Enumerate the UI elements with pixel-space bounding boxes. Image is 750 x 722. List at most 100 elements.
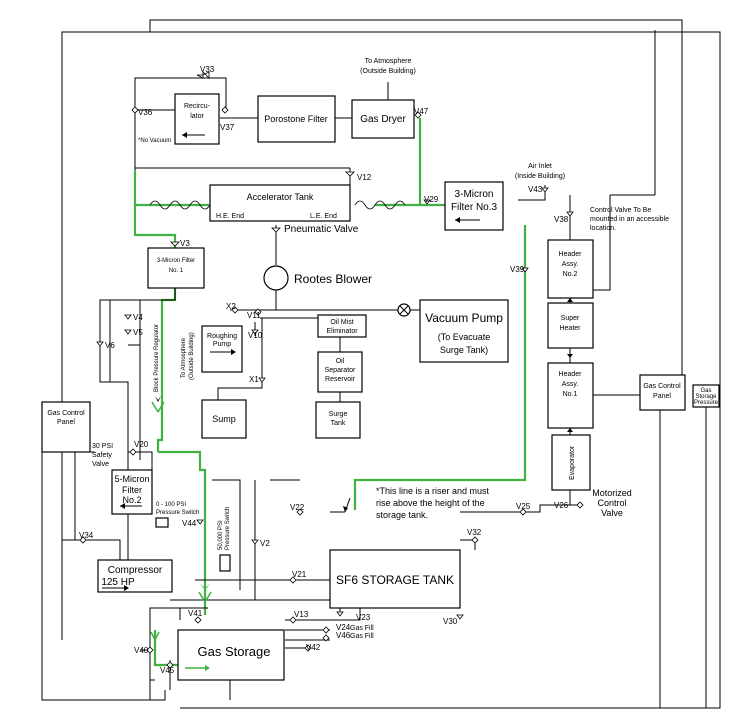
valve-v45: V45 [160, 666, 175, 675]
sf6-storage-tank-label: SF6 STORAGE TANK [336, 573, 454, 587]
outer-piping [41, 19, 721, 709]
no-vacuum-label: *No Vacuum [138, 138, 171, 144]
valve-v21: V21 [292, 570, 307, 579]
valve-v37: V37 [220, 123, 235, 132]
roughing-pump-label-1: Roughing [207, 333, 237, 340]
valve-v20: V20 [134, 440, 149, 449]
air-inlet-label-1: Air Inlet [528, 163, 552, 170]
control-valve-note-3: location. [590, 225, 616, 232]
oil-separator-label-1: Oil [336, 358, 345, 365]
gas-storage-pressure-1: Gas [700, 388, 711, 394]
sf6-storage-tank-box [329, 549, 461, 609]
to-atmosphere-top-1: To Atmosphere [365, 58, 412, 65]
gas-storage-pressure-3: Pressure [694, 400, 719, 406]
surge-tank-box [315, 401, 361, 439]
rootes-blower-label: Rootes Blower [294, 272, 372, 286]
safety-valve-2: Safety [92, 452, 112, 459]
porostone-filter-label: Porostone Filter [264, 114, 328, 124]
gas-storage-pressure-box [692, 384, 720, 408]
oil-mist-eliminator-box [317, 314, 367, 338]
pressure-switch-50000-box [219, 554, 231, 572]
surge-tank-label-1: Surge [329, 411, 348, 418]
safety-valve-3: Valve [92, 461, 109, 468]
oil-separator-label-3: Reservoir [325, 376, 356, 383]
valve-v42: V42 [306, 643, 321, 652]
gas-control-panel-right-1: Gas Control [643, 383, 681, 390]
safety-valve-1: 30 PSI [92, 443, 113, 450]
block-pressure-regulator-label: Block Pressure Regulator [154, 324, 160, 392]
header1-box [547, 362, 594, 429]
he-end-label: H.E. End [216, 213, 244, 220]
micron1-filter-box [147, 247, 205, 289]
valve-v13: V13 [294, 610, 309, 619]
valve-v30: V30 [443, 617, 458, 626]
accelerator-tank-label: Accelerator Tank [247, 192, 314, 202]
valve-v39: V39 [510, 265, 525, 274]
motorized-valve-2: Control [597, 498, 626, 508]
header1-label-1: Header [559, 371, 583, 378]
header2-label-3: No.2 [563, 271, 578, 278]
valve-x1: X1 [249, 375, 259, 384]
compressor-box [97, 559, 173, 593]
vacuum-pump-sub-1: (To Evacuate [438, 332, 491, 342]
micron5-label-1: 5-Micron [114, 474, 149, 484]
valve-labels: V33 V36 V37 V47 V12 V43 V29 V38 V3 V39 X… [79, 65, 569, 675]
pressure-switch-100-2: Pressure Switch [156, 510, 199, 516]
valve-v11: V11 [247, 311, 261, 320]
coil-left [149, 200, 211, 210]
header2-box [547, 239, 594, 299]
bottom-piping [62, 452, 361, 700]
gas-control-panel-right-box [639, 374, 686, 411]
recirculator-label-1: Recircu- [184, 103, 211, 110]
oil-mist-label-1: Oil Mist [330, 319, 353, 326]
gas-control-panel-left-box [41, 401, 91, 453]
sump-box [201, 399, 247, 439]
flow-arrows [102, 132, 573, 671]
to-atmosphere-mid-2: (Outside Building) [189, 332, 195, 380]
valve-glyphs [79, 71, 584, 669]
header2-label-1: Header [559, 251, 583, 258]
header2-label-2: Assy. [562, 261, 579, 268]
micron3-label-2: Filter No.3 [451, 202, 498, 213]
oil-mist-label-2: Eliminator [326, 328, 358, 335]
gas-fill-1-label: Gas Fill [350, 625, 374, 632]
pressure-switch-100-box [155, 517, 169, 528]
vacuum-pump-box [419, 299, 509, 363]
component-labels: Recircu- lator *No Vacuum Porostone Filt… [47, 58, 718, 659]
evaporator-box [551, 434, 591, 491]
vacuum-pump-sub-2: Surge Tank) [440, 345, 488, 355]
super-heater-box [547, 302, 594, 349]
valve-v22: V22 [290, 503, 305, 512]
gas-fill-2-label: Gas Fill [350, 633, 374, 640]
micron1-label-1: 3-Micron Filter [157, 258, 195, 264]
air-inlet-label-2: (Inside Building) [515, 173, 565, 180]
gas-dryer-label: Gas Dryer [360, 114, 406, 125]
sump-label: Sump [212, 414, 236, 424]
micron1-label-2: No. 1 [169, 268, 184, 274]
valve-v23: V23 [356, 613, 371, 622]
pressure-switch-50000-2: Pressure Switch [225, 507, 231, 550]
valve-v47: V47 [414, 107, 429, 116]
header1-label-3: No.1 [563, 391, 578, 398]
valve-v32: V32 [467, 528, 482, 537]
recirculator-box [174, 93, 220, 145]
riser-note-1: *This line is a riser and must [376, 486, 490, 496]
coil-right [354, 200, 406, 210]
valve-v41: V41 [188, 609, 203, 618]
compressor-label-2: 125 HP [101, 577, 135, 588]
gas-dryer-box [351, 99, 415, 139]
oil-separator-label-2: Separator [325, 367, 356, 374]
riser-note-3: storage tank. [376, 510, 428, 520]
evaporator-label: Evaporator [569, 445, 576, 480]
to-atmosphere-top-2: (Outside Building) [360, 68, 416, 75]
valve-v43: V43 [528, 185, 543, 194]
gas-storage-label: Gas Storage [198, 644, 271, 659]
to-atmosphere-mid-1: To Atmosphere [181, 337, 187, 378]
valve-v12: V12 [357, 173, 372, 182]
le-end-label: L.E. End [310, 213, 337, 220]
super-heater-label-1: Super [561, 315, 580, 322]
valve-v2: V2 [260, 539, 270, 548]
gas-storage-box [177, 629, 285, 681]
valve-v33: V33 [200, 65, 215, 74]
